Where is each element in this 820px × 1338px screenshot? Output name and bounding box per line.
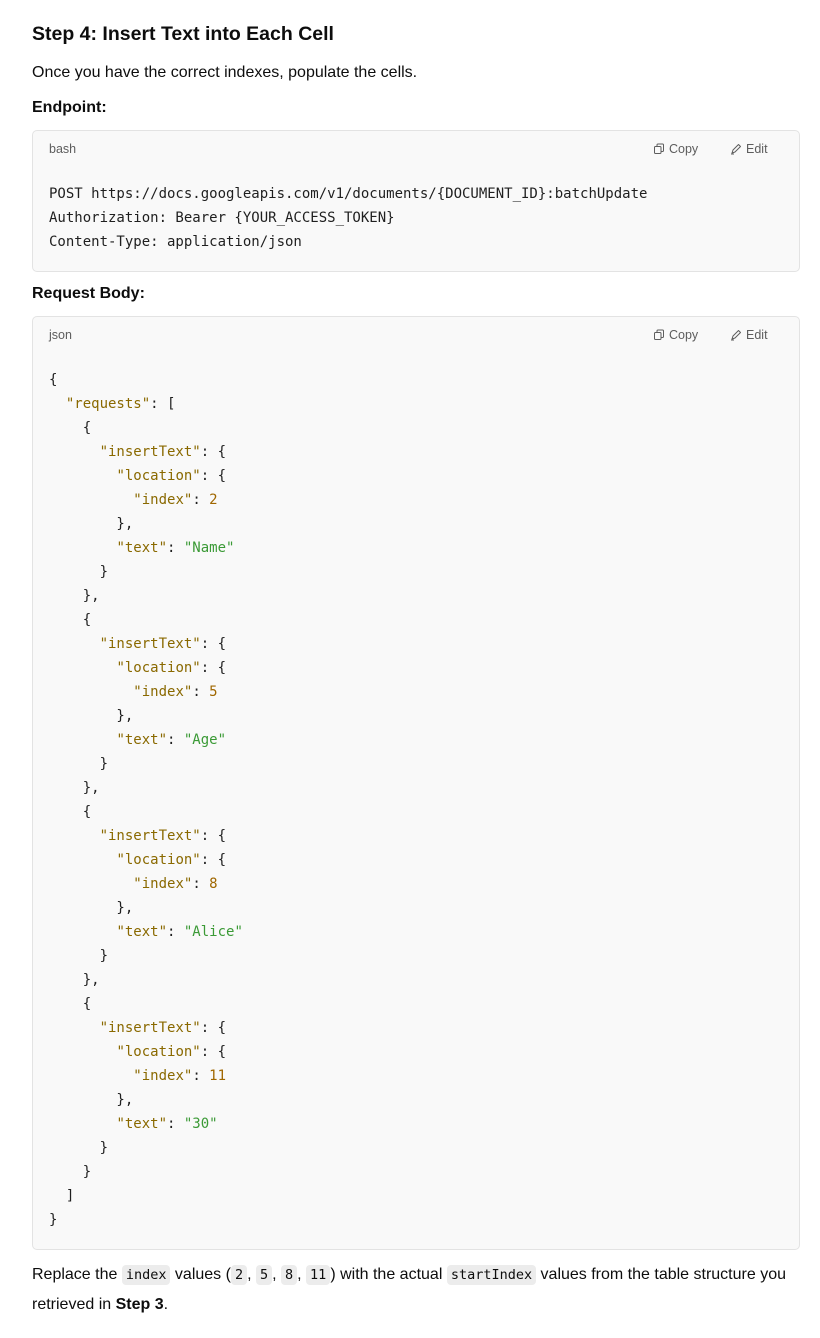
edit-label: Edit — [746, 328, 768, 342]
text-value: "Name" — [183, 540, 235, 556]
inline-code-value: 5 — [255, 1265, 273, 1285]
copy-icon — [654, 329, 664, 340]
index-value: 11 — [209, 1068, 227, 1084]
language-label: json — [49, 328, 72, 342]
step-reference: Step 3 — [115, 1296, 164, 1313]
text-value: "Age" — [183, 732, 227, 748]
copy-label: Copy — [669, 142, 699, 156]
footer-text: . — [163, 1296, 169, 1313]
pencil-icon — [731, 144, 741, 155]
code-header: bash Copy Edit — [33, 131, 799, 167]
copy-button[interactable]: Copy — [653, 327, 698, 343]
endpoint-label: Endpoint: — [32, 99, 107, 116]
copy-label: Copy — [669, 328, 699, 342]
intro-text: Once you have the correct indexes, popul… — [32, 64, 418, 81]
request-body-label: Request Body: — [32, 285, 145, 302]
text-value: "30" — [183, 1116, 218, 1132]
bash-code-block: bash Copy Edit POST https://docs.googlea… — [32, 130, 800, 272]
text-value: "Alice" — [183, 924, 243, 940]
json-code-block: json Copy Edit { "requests": [ { "insert… — [32, 316, 800, 1250]
footer-text: values from the table structure you retr… — [32, 1266, 786, 1313]
edit-label: Edit — [746, 142, 768, 156]
index-value: 8 — [209, 876, 218, 892]
copy-icon — [654, 143, 664, 154]
footer-text: values ( — [170, 1266, 231, 1283]
footer-paragraph: Replace the index values (2, 5, 8, 11) w… — [32, 1260, 800, 1319]
index-value: 5 — [209, 684, 218, 700]
code-line: POST https://docs.googleapis.com/v1/docu… — [49, 186, 648, 202]
inline-code-startindex: startIndex — [446, 1265, 537, 1285]
code-header: json Copy Edit — [33, 317, 799, 353]
footer-text: ) with the actual — [330, 1266, 447, 1283]
separator: , — [297, 1266, 307, 1283]
index-value: 2 — [209, 492, 218, 508]
code-line: Content-Type: application/json — [49, 234, 302, 250]
step-heading: Step 4: Insert Text into Each Cell — [32, 23, 334, 45]
json-code: { "requests": [ { "insertText": { "locat… — [49, 372, 243, 1228]
inline-code-value: 11 — [306, 1265, 331, 1285]
edit-button[interactable]: Edit — [730, 141, 768, 157]
inline-code-index: index — [121, 1265, 171, 1285]
language-label: bash — [49, 142, 77, 156]
separator: , — [272, 1266, 282, 1283]
separator: , — [247, 1266, 256, 1283]
bash-code: POST https://docs.googleapis.com/v1/docu… — [49, 182, 647, 254]
footer-text: Replace the — [32, 1266, 122, 1283]
copy-button[interactable]: Copy — [653, 141, 698, 157]
code-line: Authorization: Bearer {YOUR_ACCESS_TOKEN… — [49, 210, 395, 226]
pencil-icon — [731, 330, 741, 341]
edit-button[interactable]: Edit — [730, 327, 768, 343]
inline-code-value: 8 — [281, 1265, 298, 1285]
inline-code-value: 2 — [230, 1265, 248, 1285]
